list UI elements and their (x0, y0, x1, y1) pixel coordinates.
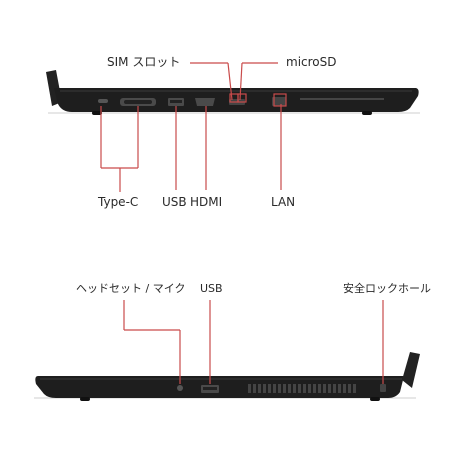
label-usb-right: USB (200, 282, 223, 295)
headset-jack (177, 385, 183, 391)
vent-slit (313, 384, 316, 393)
label-security-lock: 安全ロックホール (343, 282, 431, 295)
vent-slit (338, 384, 341, 393)
chassis-body-bottom (35, 376, 404, 398)
type-c-port-2-slot (124, 100, 152, 104)
usb-port-slot (170, 100, 182, 103)
lan-port (272, 97, 286, 106)
vent-slit (288, 384, 291, 393)
label-type-c: Type-C (98, 195, 139, 209)
vent-slit (263, 384, 266, 393)
vent-slit (248, 384, 251, 393)
vent-slit (353, 384, 356, 393)
vent-slit (283, 384, 286, 393)
laptop-left-side (46, 70, 420, 115)
vent-slit (333, 384, 336, 393)
bottom-callout-lines (123, 300, 384, 384)
vent-slit (278, 384, 281, 393)
vent-slit (343, 384, 346, 393)
lan-callout-box (273, 93, 287, 107)
type-c-port-1 (98, 99, 108, 103)
vent-slit (303, 384, 306, 393)
vent-slit (258, 384, 261, 393)
vent-slit (293, 384, 296, 393)
vent-slit (268, 384, 271, 393)
usb-port-right-slot (203, 387, 217, 390)
laptop-right-side (34, 352, 420, 401)
vent-slit (253, 384, 256, 393)
rubber-foot-bottom-right (370, 397, 380, 401)
vent-slit (308, 384, 311, 393)
label-hdmi: HDMI (190, 195, 223, 209)
security-lock-slot (380, 384, 386, 392)
vent-slit (298, 384, 301, 393)
vent-slit (323, 384, 326, 393)
vent-slit (348, 384, 351, 393)
rubber-foot-bottom-left (80, 397, 90, 401)
vent-slit (273, 384, 276, 393)
label-headset-mic: ヘッドセット / マイク (76, 282, 186, 295)
vent-slit (328, 384, 331, 393)
hdmi-port (195, 98, 215, 106)
label-microsd: microSD (286, 55, 337, 69)
rubber-foot-right (362, 111, 372, 115)
label-sim-slot: SIM スロット (107, 55, 181, 69)
vent-slit (318, 384, 321, 393)
microsd-callout-box (237, 93, 247, 103)
lid-hinge-right (402, 352, 420, 388)
label-usb: USB (162, 195, 187, 209)
vent-grille (248, 384, 356, 393)
top-callout-lines (100, 62, 287, 192)
rubber-foot-left (92, 111, 102, 115)
label-lan: LAN (271, 195, 296, 209)
